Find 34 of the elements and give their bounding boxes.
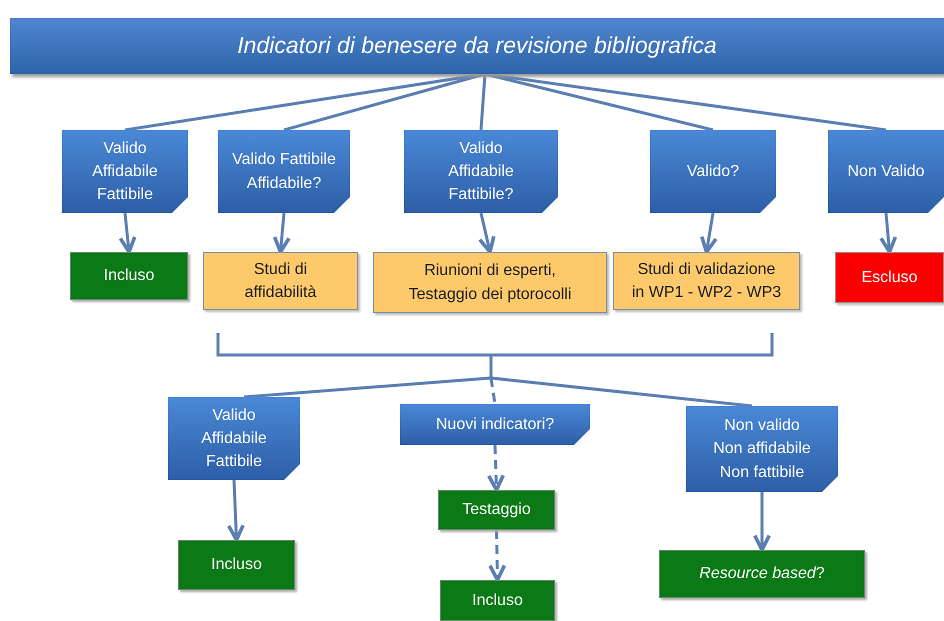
connector-line bbox=[490, 376, 752, 408]
arrow bbox=[226, 480, 245, 542]
connector-line bbox=[484, 72, 714, 132]
arrow bbox=[487, 444, 506, 492]
connector-line bbox=[244, 376, 492, 398]
study-box: Studi di affidabilità bbox=[203, 252, 358, 310]
arrow bbox=[272, 212, 291, 254]
arrow bbox=[700, 212, 718, 254]
arrow bbox=[488, 530, 506, 582]
result-box: Resource based? bbox=[659, 550, 865, 598]
connector-line bbox=[284, 72, 486, 132]
study-box: Riunioni di esperti, Testaggio dei ptorocolli bbox=[373, 252, 607, 313]
decision-note: Valido Fattibile Affidabile? bbox=[218, 130, 350, 213]
decision-note: Non Valido bbox=[828, 130, 944, 213]
arrow bbox=[753, 492, 771, 552]
decision-note: Valido Affidabile Fattibile bbox=[168, 397, 300, 480]
result-box: Incluso bbox=[70, 252, 188, 300]
study-box: Studi di validazione in WP1 - WP2 - WP3 bbox=[613, 252, 800, 310]
decision-note: Valido Affidabile Fattibile? bbox=[404, 130, 558, 213]
bracket bbox=[216, 333, 774, 378]
result-box: Testaggio bbox=[438, 490, 555, 530]
connector-line bbox=[490, 378, 496, 404]
title-banner: Indicatori di benesere da revisione bibliografica bbox=[10, 18, 944, 74]
arrow bbox=[879, 212, 898, 254]
connector-line bbox=[480, 74, 486, 130]
result-box: Incluso bbox=[440, 580, 555, 621]
result-box: Escluso bbox=[835, 252, 944, 303]
arrow bbox=[118, 212, 136, 254]
decision-note: Nuovi indicatori? bbox=[400, 404, 590, 445]
decision-note: Valido Affidabile Fattibile bbox=[62, 130, 188, 213]
arrow bbox=[478, 212, 496, 254]
decision-note: Valido? bbox=[650, 130, 776, 213]
result-box: Incluso bbox=[178, 540, 295, 590]
decision-note: Non valido Non affidabile Non fattibile bbox=[686, 406, 838, 492]
